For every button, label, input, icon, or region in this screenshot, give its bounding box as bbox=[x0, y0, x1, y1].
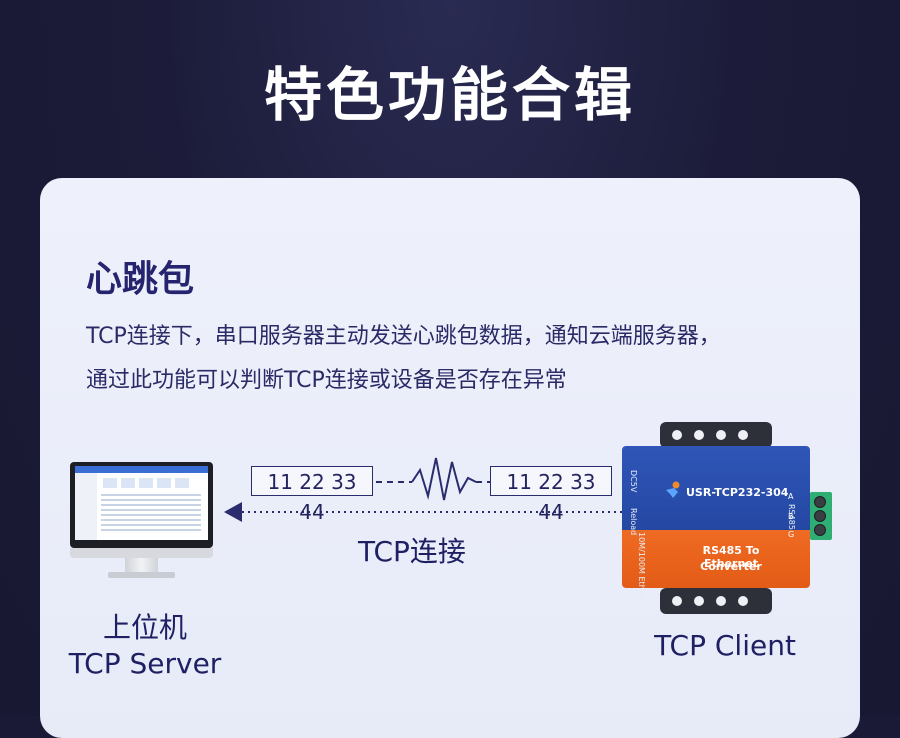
server-label-cn: 上位机 bbox=[102, 611, 187, 644]
device-side-dc: DC5V bbox=[629, 470, 638, 493]
pin-a-label: A bbox=[788, 492, 794, 501]
device-body-bottom bbox=[622, 530, 810, 588]
device-line-2: Converter bbox=[700, 560, 762, 573]
description-line-1: TCP连接下，串口服务器主动发送心跳包数据，通知云端服务器， bbox=[86, 324, 721, 349]
signal-wave-icon bbox=[376, 457, 490, 501]
mounting-tab-bottom bbox=[660, 588, 772, 614]
pin-g-label: G bbox=[788, 530, 795, 539]
mounting-tab-top bbox=[660, 422, 772, 448]
arrow-left-icon bbox=[224, 502, 242, 522]
client-label: TCP Client bbox=[654, 629, 796, 662]
monitor-icon bbox=[70, 462, 213, 582]
device-model: USR-TCP232-304 bbox=[686, 486, 789, 499]
device-body-top bbox=[622, 446, 810, 530]
packet-right: 11 22 33 44 bbox=[490, 466, 612, 524]
device-side-ethernet: 10M/100M Ethernet bbox=[637, 532, 646, 611]
connection-label: TCP连接 bbox=[358, 535, 466, 568]
page-title: 特色功能合辑 bbox=[263, 61, 636, 129]
device-line-1: RS485 To Ethernet bbox=[702, 544, 760, 570]
section-title: 心跳包 bbox=[86, 259, 195, 300]
device-logo-icon bbox=[666, 481, 680, 498]
server-label: 上位机 TCP Server bbox=[50, 610, 240, 682]
connection-diagram bbox=[224, 457, 624, 522]
packet-left: 11 22 33 44 bbox=[251, 466, 373, 524]
description-line-2: 通过此功能可以判断TCP连接或设备是否存在异常 bbox=[86, 368, 567, 393]
serial-server-device: USR-TCP232-304 RS485 To Ethernet Convert… bbox=[620, 420, 840, 620]
terminal-block bbox=[810, 492, 832, 540]
pin-b-label: B bbox=[788, 512, 794, 521]
server-label-en: TCP Server bbox=[68, 647, 222, 680]
